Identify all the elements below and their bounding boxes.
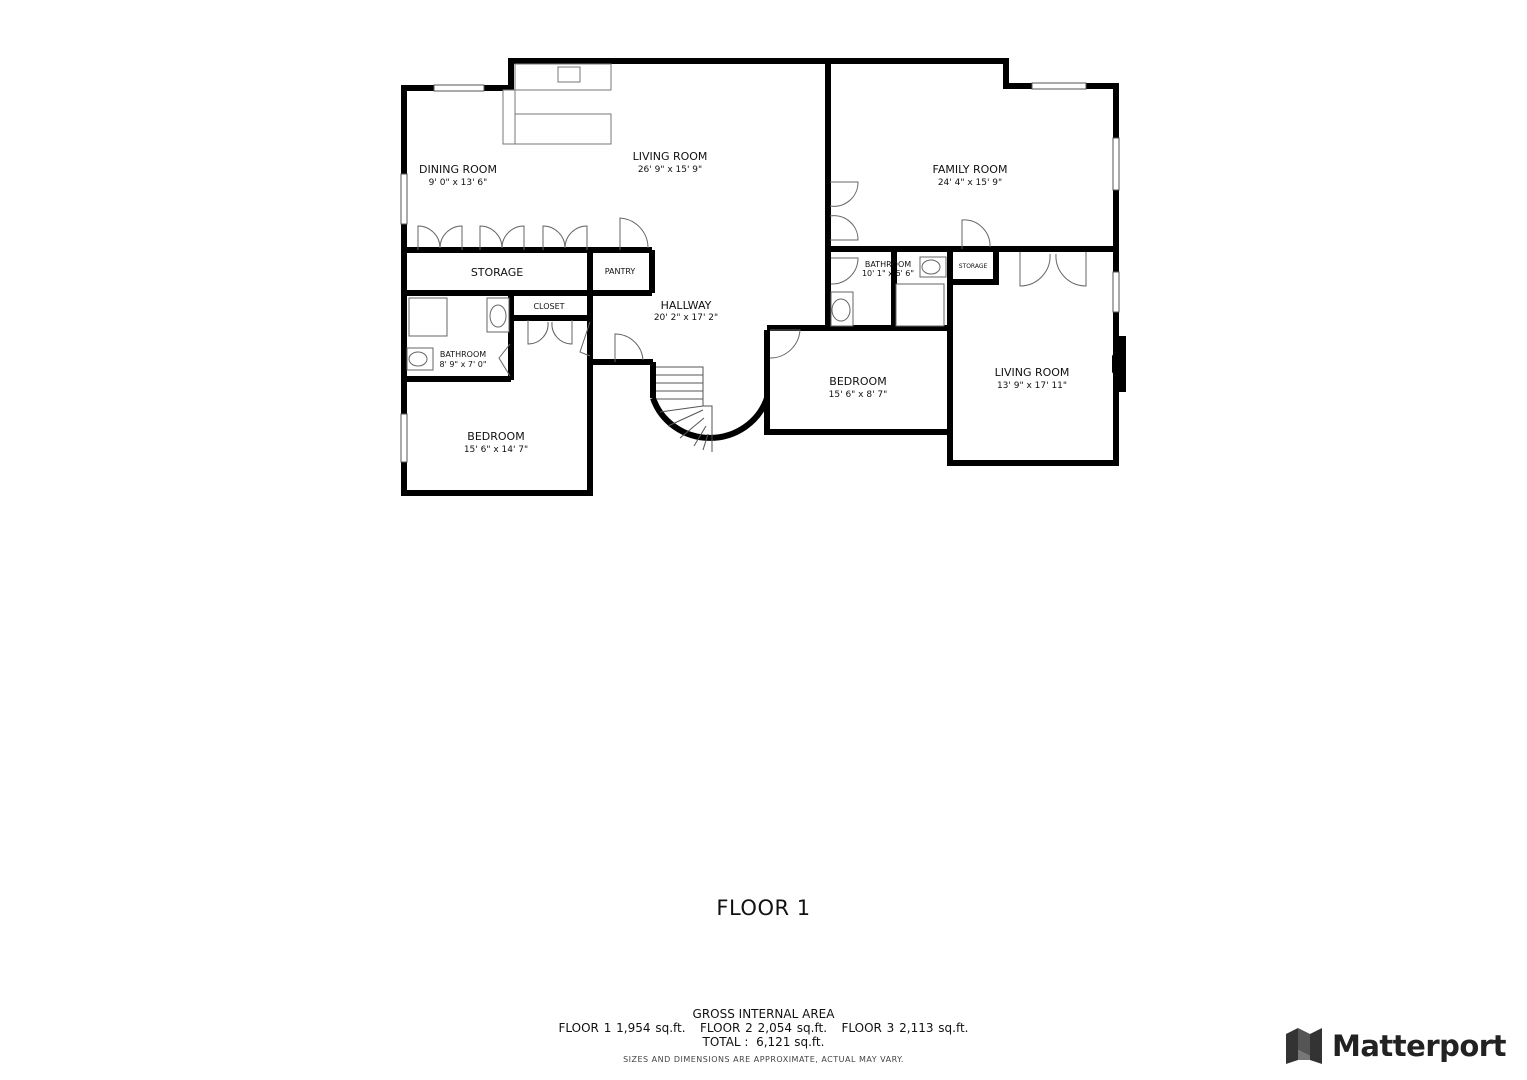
room-dims-living-room-east: 13' 9" x 17' 11"	[997, 381, 1067, 391]
doors	[417, 181, 1087, 377]
sink-icon	[557, 66, 581, 83]
outer-wall-bedroom-west	[401, 359, 653, 496]
door-dining-1	[417, 225, 441, 250]
door-stair	[614, 333, 644, 362]
stair-curved-wall	[650, 397, 770, 441]
room-name-family-room: FAMILY ROOM	[933, 163, 1008, 176]
room-name-living-room: LIVING ROOM	[633, 150, 708, 163]
door-living-family-1	[829, 181, 859, 207]
room-dims-bedroom-west: 15' 6" x 14' 7"	[464, 445, 528, 455]
floor-title: FLOOR 1	[716, 896, 811, 920]
gross-area-title: GROSS INTERNAL AREA	[692, 1007, 835, 1021]
room-name-bathroom-east: BATHROOM	[865, 260, 911, 269]
door-family-bath	[961, 219, 991, 249]
room-name-pantry: PANTRY	[605, 267, 636, 276]
matterport-logo: Matterport	[1284, 1026, 1506, 1066]
kitchen-counters	[502, 63, 612, 145]
matterport-logo-icon	[1286, 1028, 1322, 1064]
door-closet-2	[551, 320, 573, 345]
bathroom-east-wall	[891, 251, 897, 331]
shower-east-icon	[895, 283, 945, 327]
window-dining-west	[400, 173, 408, 225]
room-name-bedroom-east: BEDROOM	[829, 375, 886, 388]
window-bedroom-west	[400, 413, 408, 463]
window-dining-north	[433, 84, 485, 92]
room-labels: DINING ROOM 9' 0" x 13' 6" LIVING ROOM 2…	[419, 150, 1069, 455]
door-storage-4	[564, 225, 588, 250]
window-family-east	[1112, 137, 1120, 191]
window-family-north	[1031, 82, 1087, 90]
shower-west-icon	[408, 297, 448, 337]
door-closet-1	[527, 320, 549, 345]
door-storage-1	[479, 225, 503, 250]
walls	[401, 58, 1119, 496]
room-dims-family-room: 24' 4" x 15' 9"	[938, 178, 1002, 188]
east-bedroom-wall	[764, 325, 953, 435]
room-name-living-room-east: LIVING ROOM	[995, 366, 1070, 379]
windows	[400, 82, 1120, 463]
door-storage-2	[501, 225, 525, 250]
island-counter	[514, 113, 612, 145]
door-hall-closet	[579, 321, 591, 357]
room-dims-bathroom-east: 10' 1" x 6' 6"	[862, 269, 914, 278]
door-living-east-2	[1055, 252, 1087, 287]
room-name-storage: STORAGE	[471, 266, 523, 279]
room-name-closet: CLOSET	[533, 302, 564, 311]
room-name-hallway: HALLWAY	[661, 299, 712, 312]
room-dims-bedroom-east: 15' 6" x 8' 7"	[829, 390, 888, 400]
room-name-storage-east: STORAGE	[959, 263, 988, 270]
door-living-east-1	[1019, 252, 1051, 287]
staircase	[656, 366, 713, 452]
room-name-bathroom-west: BATHROOM	[440, 350, 486, 359]
window-living-east	[1112, 271, 1120, 313]
door-bedroom-east	[769, 329, 801, 359]
door-bath-west	[498, 343, 511, 377]
counter-west	[502, 89, 516, 145]
door-bath-east	[830, 257, 859, 285]
door-living-family-2	[829, 215, 859, 241]
room-dims-hallway: 20' 2" x 17' 2"	[654, 313, 718, 323]
fixtures	[406, 256, 947, 371]
room-dims-living-room: 26' 9" x 15' 9"	[638, 165, 702, 175]
brand-name: Matterport	[1332, 1029, 1506, 1063]
room-name-dining-room: DINING ROOM	[419, 163, 497, 176]
storage-east-wall	[947, 250, 999, 285]
room-dims-dining-room: 9' 0" x 13' 6"	[429, 178, 488, 188]
door-dining-2	[439, 225, 463, 250]
door-storage-3	[542, 225, 566, 250]
outer-wall-north	[404, 58, 1119, 250]
gross-area-floors: FLOOR 1 1,954 sq.ft. FLOOR 2 2,054 sq.ft…	[558, 1021, 969, 1035]
dimensions-disclaimer: SIZES AND DIMENSIONS ARE APPROXIMATE, AC…	[623, 1055, 904, 1064]
gross-area-total: TOTAL : 6,121 sq.ft.	[702, 1035, 825, 1049]
fireplace-icon	[1112, 336, 1126, 392]
room-name-bedroom-west: BEDROOM	[467, 430, 524, 443]
room-dims-bathroom-west: 8' 9" x 7' 0"	[439, 360, 486, 369]
door-pantry	[619, 217, 649, 250]
